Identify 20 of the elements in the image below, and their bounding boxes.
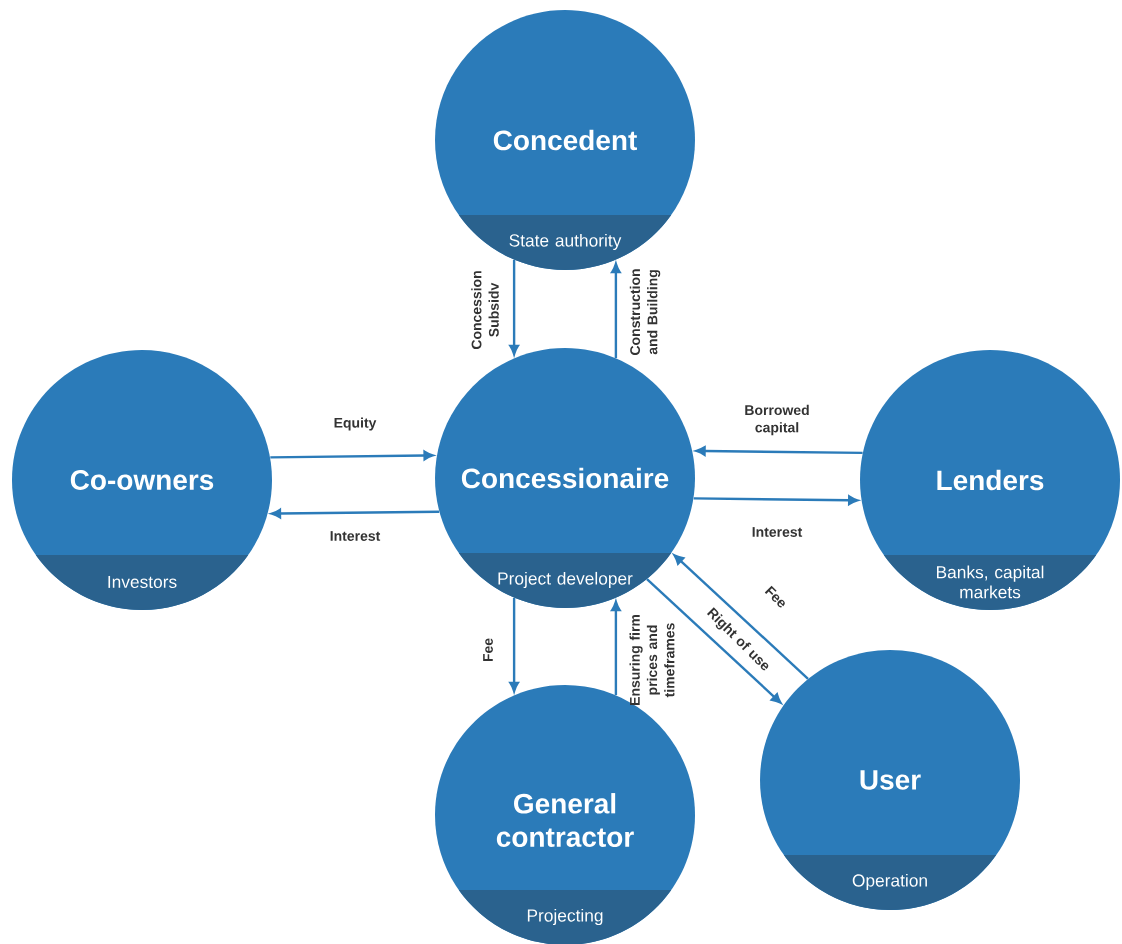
arrow (509, 597, 519, 693)
edge-label: Interest (330, 531, 381, 541)
arrow (509, 259, 519, 356)
edge-label: Equity (334, 417, 377, 431)
edge-label: Concession Subsidv (471, 271, 499, 350)
arrow (646, 578, 782, 704)
arrow (673, 554, 809, 680)
circle-node: Lenders Banks, capital markets (860, 350, 1120, 610)
circle-node: Concedent State authority (435, 10, 695, 270)
circle-node: Co-owners Investors (12, 350, 272, 610)
arrow (270, 450, 434, 461)
arrow (611, 262, 621, 359)
arrow (611, 600, 621, 696)
edge-label: Interest (752, 527, 803, 537)
edge-label: Borrowed capital (745, 404, 809, 436)
edge-label: Fee (764, 585, 785, 608)
edge-label: Fee (483, 638, 493, 662)
arrow (270, 508, 440, 519)
arrow (695, 446, 863, 456)
arrow (693, 495, 859, 506)
